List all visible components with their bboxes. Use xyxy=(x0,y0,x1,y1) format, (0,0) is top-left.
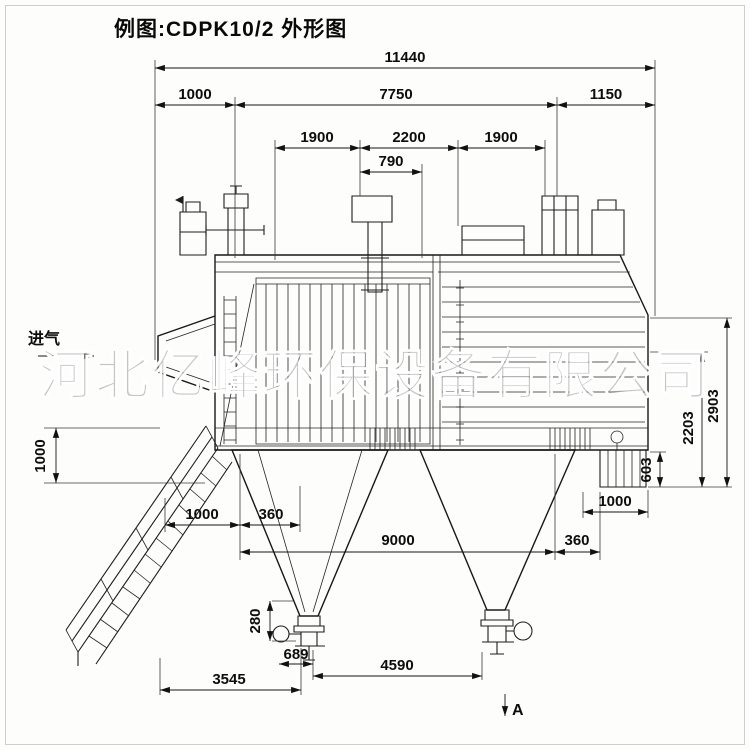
dim-top-right: 1150 xyxy=(590,86,623,103)
extension-lines xyxy=(44,60,732,695)
right-base-support xyxy=(599,449,647,488)
dim-hopper-span: 9000 xyxy=(381,532,414,549)
inlet-label: 进气 xyxy=(28,329,60,348)
left-valve-motor xyxy=(272,625,290,643)
dimension-labels: 11440 1000 7750 1150 1900 2200 1900 790 … xyxy=(32,49,722,688)
right-discharge-valve xyxy=(480,609,514,655)
dim-top-center: 7750 xyxy=(379,86,412,103)
dim-height-base: 603 xyxy=(638,457,655,482)
dim-outlet-span: 4590 xyxy=(380,657,413,674)
photo-border xyxy=(5,5,745,745)
right-valve-motor xyxy=(513,621,533,641)
dim-bottom-left: 1000 xyxy=(185,506,218,523)
dim-row2-left: 1900 xyxy=(300,129,333,146)
dim-overall-width: 11440 xyxy=(385,49,426,66)
filter-bags xyxy=(265,284,421,442)
dim-height-total: 2903 xyxy=(705,389,722,422)
dim-left-height: 1000 xyxy=(32,439,49,472)
equipment-body xyxy=(157,254,649,488)
inlet-duct xyxy=(157,315,216,393)
right-motor-box xyxy=(591,199,625,256)
left-hopper xyxy=(230,449,390,617)
dim-height-body: 2203 xyxy=(680,411,697,444)
dim-row2-center: 2200 xyxy=(392,129,425,146)
stair-steps xyxy=(88,455,228,649)
dim-row2-right: 1900 xyxy=(484,129,517,146)
hoppers xyxy=(230,449,577,661)
flag-marker xyxy=(175,196,183,204)
dim-outlet-height: 280 xyxy=(247,608,264,633)
dim-stair-span: 3545 xyxy=(212,671,245,688)
dim-bottom-left-inner: 360 xyxy=(258,506,283,523)
drawing-title: 例图:CDPK10/2 外形图 xyxy=(114,17,347,41)
dimension-lines xyxy=(38,64,731,716)
view-a-label: A xyxy=(512,702,524,719)
right-hopper xyxy=(418,449,577,611)
right-tall-unit xyxy=(541,195,579,256)
air-tank xyxy=(461,225,525,256)
dim-row3-center: 790 xyxy=(378,153,403,170)
dim-bottom-right-inner: 360 xyxy=(564,532,589,549)
center-valve-assembly xyxy=(351,195,393,293)
dim-outlet-width: 689 xyxy=(283,646,308,663)
right-section-plates xyxy=(442,286,645,423)
railing-posts xyxy=(65,425,219,653)
staircase xyxy=(65,425,233,666)
level-indicator xyxy=(610,430,624,444)
dim-bottom-right: 1000 xyxy=(598,493,631,510)
left-tower xyxy=(179,196,207,256)
company-watermark: 河北亿峰环保设备有限公司 xyxy=(39,346,711,406)
roof-equipment xyxy=(175,185,625,293)
dim-top-left: 1000 xyxy=(178,86,211,103)
left-discharge-valve xyxy=(289,615,325,661)
